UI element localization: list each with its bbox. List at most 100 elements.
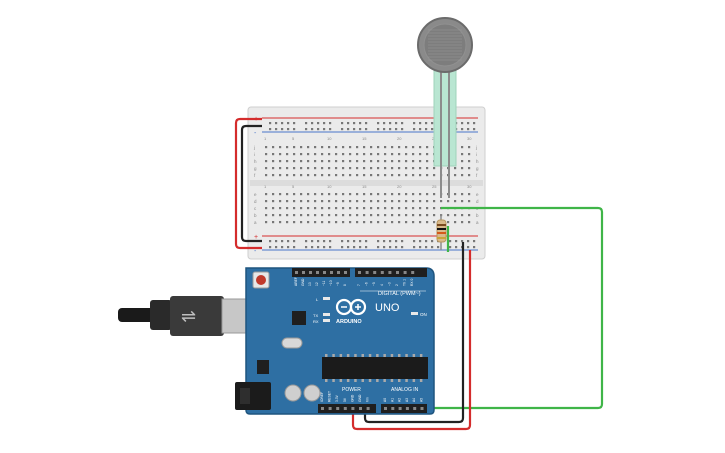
breadboard-hole	[363, 193, 366, 196]
digital-pin[interactable]	[330, 271, 333, 274]
power-pin[interactable]	[321, 407, 324, 410]
breadboard-hole	[405, 146, 408, 149]
chip-pin	[383, 379, 386, 382]
breadboard-hole	[454, 193, 457, 196]
digital-pin[interactable]	[380, 271, 384, 274]
breadboard-hole	[328, 221, 331, 224]
digital-pin[interactable]	[337, 271, 340, 274]
breadboard-hole	[405, 160, 408, 163]
digital-pin[interactable]	[365, 271, 369, 274]
digital-pin[interactable]	[316, 271, 319, 274]
rail-hole	[455, 240, 458, 243]
breadboard-hole	[279, 193, 282, 196]
chip-pin	[390, 379, 394, 382]
reset-button-cap[interactable]	[256, 275, 266, 285]
force-sensor[interactable]	[417, 17, 473, 198]
rail-hole	[281, 240, 284, 243]
wire-green-signal[interactable]	[428, 206, 604, 410]
row-letter-label: a	[476, 220, 479, 225]
breadboard-hole	[384, 193, 387, 196]
breadboard-hole	[412, 193, 415, 196]
power-pin[interactable]	[336, 407, 340, 410]
breadboard-hole	[419, 221, 422, 224]
digital-pin[interactable]	[309, 271, 312, 274]
rail-hole	[395, 246, 398, 249]
wire-red-5v[interactable]	[351, 250, 472, 431]
digital-pin[interactable]	[344, 271, 347, 274]
breadboard-hole	[293, 153, 296, 156]
breadboard-hole	[265, 174, 268, 177]
power-pin[interactable]	[359, 407, 362, 410]
power-pin[interactable]	[351, 407, 355, 410]
breadboard-hole	[321, 221, 324, 224]
resistor[interactable]	[436, 214, 447, 250]
breadboard-hole	[300, 207, 303, 210]
digital-pin[interactable]	[323, 271, 326, 274]
column-number-label: 30	[467, 184, 472, 189]
rail-hole	[347, 246, 350, 249]
rail-hole	[419, 246, 422, 249]
rail-hole	[431, 122, 434, 125]
wire-red-rail-left[interactable]	[234, 117, 262, 250]
analog-pin-label: A5	[420, 398, 424, 402]
breadboard-hole	[398, 153, 401, 156]
rail-hole	[311, 240, 314, 243]
usb-cable[interactable]: ⇌	[118, 296, 265, 336]
digital-pin-holes[interactable]	[295, 271, 415, 274]
digital-pin[interactable]	[302, 271, 305, 274]
breadboard-hole	[272, 174, 275, 177]
breadboard-hole	[419, 174, 422, 177]
analog-pin[interactable]	[384, 407, 387, 410]
rail-hole	[359, 128, 362, 131]
digital-pin[interactable]	[358, 271, 361, 274]
rail-hole	[323, 128, 326, 131]
analog-pin[interactable]	[398, 407, 402, 410]
power-pin[interactable]	[343, 407, 347, 410]
breadboard-hole	[286, 146, 289, 149]
led-tx	[323, 313, 330, 316]
chip-pin	[368, 354, 372, 357]
digital-pin[interactable]	[403, 271, 407, 274]
breadboard-hole	[349, 214, 352, 217]
breadboard-hole	[349, 160, 352, 163]
breadboard-hole	[328, 193, 331, 196]
digital-pin-label: RX 0	[410, 279, 414, 286]
breadboard-hole	[377, 146, 380, 149]
breadboard-hole	[286, 167, 289, 170]
digital-pin[interactable]	[373, 271, 377, 274]
breadboard-hole	[426, 160, 429, 163]
digital-pin[interactable]	[295, 271, 298, 274]
digital-pin[interactable]	[411, 271, 415, 274]
rail-hole	[305, 240, 308, 243]
breadboard-hole	[335, 193, 338, 196]
power-pin[interactable]	[328, 407, 332, 410]
column-number-label: 15	[362, 184, 367, 189]
breadboard-hole	[314, 160, 317, 163]
rail-hole	[353, 246, 356, 249]
rail-hole	[377, 128, 380, 131]
analog-pin[interactable]	[420, 407, 424, 410]
bottom-pin-holes[interactable]	[321, 407, 424, 410]
row-letter-label: i	[476, 152, 477, 157]
rail-hole	[383, 128, 386, 131]
analog-pin[interactable]	[391, 407, 395, 410]
digital-pin[interactable]	[396, 271, 399, 274]
power-pin-label: GND	[358, 394, 362, 402]
breadboard-hole	[433, 207, 436, 210]
breadboard-hole	[328, 174, 331, 177]
wire-black-rail-left[interactable]	[240, 124, 262, 243]
power-pin[interactable]	[366, 407, 370, 410]
breadboard-hole	[300, 174, 303, 177]
digital-pin[interactable]	[388, 271, 392, 274]
breadboard-hole	[405, 167, 408, 170]
analog-pin[interactable]	[405, 407, 409, 410]
chip-pin	[354, 354, 357, 357]
usb-symbol-icon: ⇌	[181, 306, 196, 327]
rail-hole	[281, 246, 284, 249]
wire-black-gnd[interactable]	[363, 242, 465, 424]
breadboard-hole	[286, 221, 289, 224]
analog-pin[interactable]	[413, 407, 417, 410]
